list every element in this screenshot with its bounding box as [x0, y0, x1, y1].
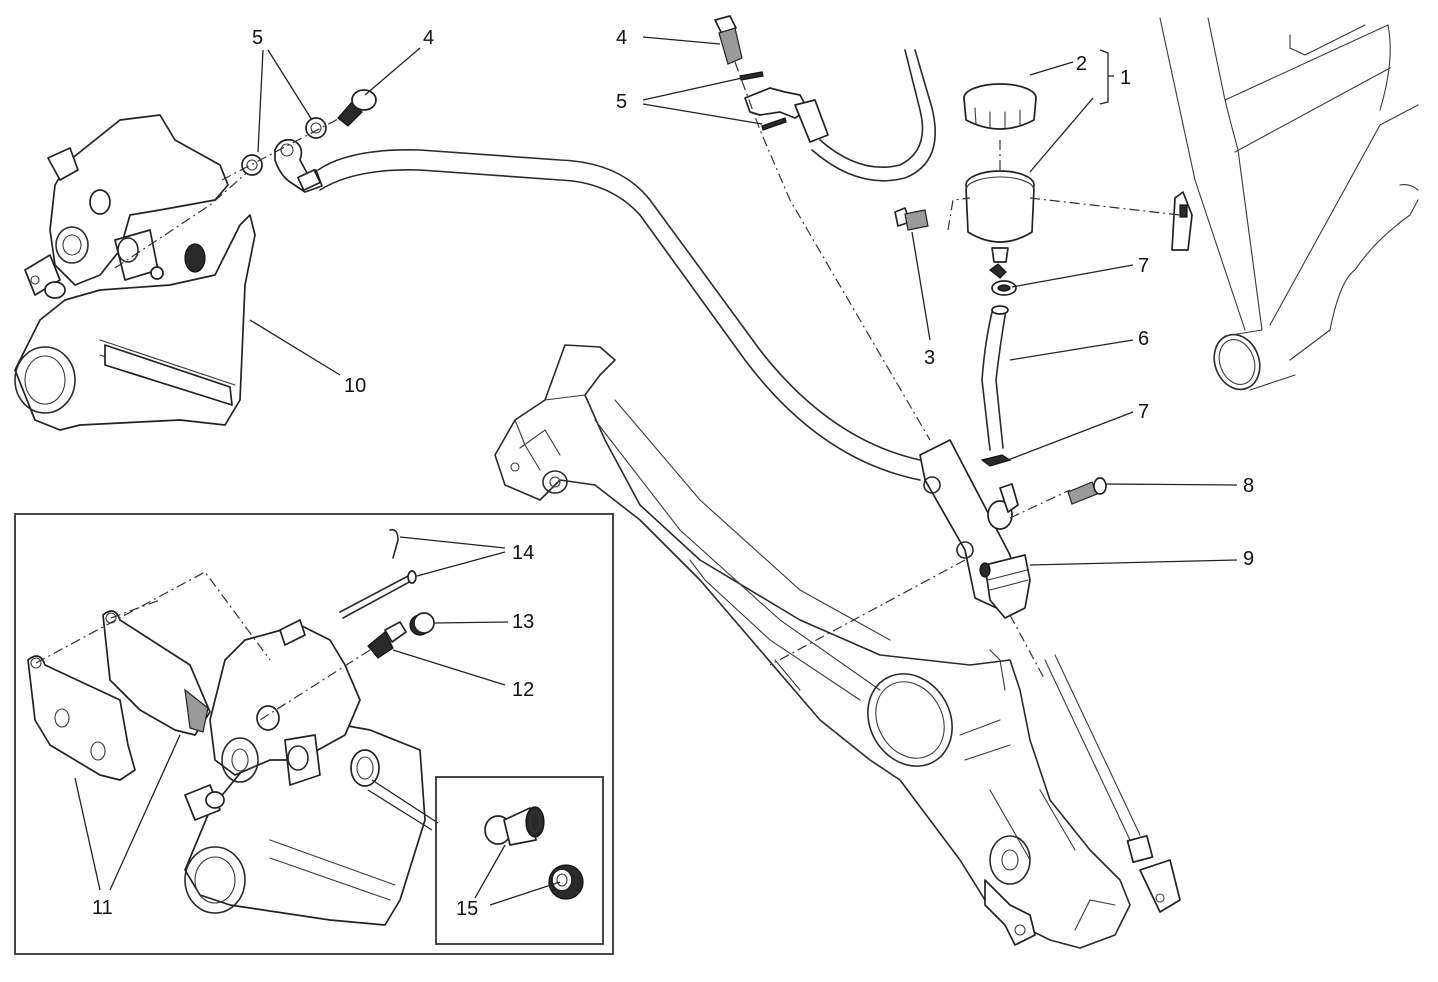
clamp-lower [980, 454, 1012, 467]
callout-11: 11 [92, 897, 113, 919]
reservoir-hose [981, 305, 1009, 451]
callout-7-upper: 7 [1138, 255, 1149, 277]
master-cylinder [769, 439, 1071, 681]
master-cylinder-union-parts [714, 15, 931, 441]
frame-structure [1159, 17, 1419, 391]
callout-9: 9 [1243, 548, 1254, 570]
callout-1: 1 [1120, 67, 1131, 89]
callout-10: 10 [344, 375, 366, 397]
screw-3 [894, 207, 929, 231]
callout-6: 6 [1138, 328, 1149, 350]
brake-hose [317, 49, 936, 481]
callout-4-caliper: 4 [423, 27, 434, 49]
swingarm [494, 344, 1181, 949]
callout-3: 3 [924, 347, 935, 369]
callout-15: 15 [456, 898, 478, 920]
inset-caliper-detail [14, 513, 614, 955]
callout-4-master: 4 [616, 27, 627, 49]
callout-12: 12 [512, 679, 534, 701]
callout-2: 2 [1076, 53, 1087, 75]
callout-7-lower: 7 [1138, 401, 1149, 423]
screw-8 [1067, 477, 1107, 505]
rear-caliper [14, 114, 256, 431]
clamp-upper [989, 263, 1017, 296]
callout-labels: 1 2 3 4 4 5 5 6 7 7 8 9 10 11 12 13 14 1… [92, 27, 1254, 920]
fluid-reservoir [947, 83, 1181, 263]
callout-5-caliper: 5 [252, 27, 263, 49]
callout-5-master: 5 [616, 91, 627, 113]
callout-14: 14 [512, 542, 534, 564]
callout-13: 13 [512, 611, 534, 633]
caliper-union-parts [221, 89, 377, 193]
callout-8: 8 [1243, 475, 1254, 497]
leader-lines [74, 36, 1238, 906]
